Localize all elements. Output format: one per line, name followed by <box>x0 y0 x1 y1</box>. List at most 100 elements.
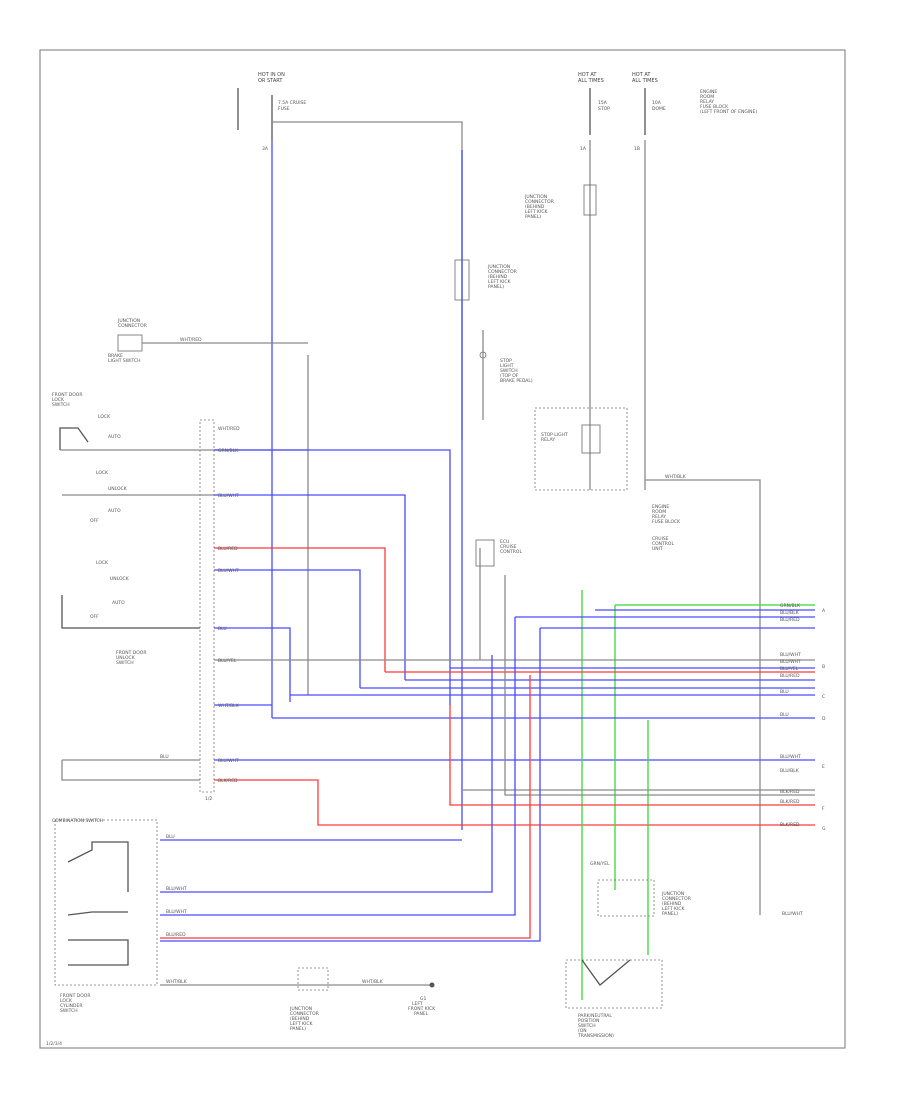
svg-text:TRANSMISSION): TRANSMISSION) <box>577 1033 614 1039</box>
svg-text:POSITION: POSITION <box>578 1018 599 1024</box>
svg-text:AUTO: AUTO <box>108 434 121 440</box>
svg-text:RELAY: RELAY <box>541 437 555 443</box>
svg-text:FRONT DOOR: FRONT DOOR <box>116 650 146 656</box>
svg-text:PANEL: PANEL <box>414 1011 429 1017</box>
svg-text:BLU: BLU <box>166 834 175 840</box>
svg-text:10A: 10A <box>652 100 662 106</box>
combination-switch: COMBINATION SWITCH FRONT DOOR LOCK CYLIN… <box>52 818 158 1014</box>
svg-text:ROOM: ROOM <box>652 509 666 515</box>
fuse-hot-mid: HOT AT ALL TIMES 15A STOP 1A <box>578 72 610 152</box>
svg-text:FUSE BLOCK: FUSE BLOCK <box>652 519 681 525</box>
svg-text:GRN/YEL: GRN/YEL <box>590 861 610 867</box>
svg-text:LOCK: LOCK <box>52 397 65 403</box>
svg-text:BLU/WHT: BLU/WHT <box>780 652 801 658</box>
svg-text:GRN/BLK: GRN/BLK <box>218 448 239 454</box>
svg-text:CONNECTOR: CONNECTOR <box>118 323 147 329</box>
svg-text:PANEL): PANEL) <box>525 214 541 220</box>
fuse-hot-right: HOT AT ALL TIMES 10A DOME 1B ENGINE ROOM… <box>632 72 757 152</box>
svg-text:(BEHIND: (BEHIND <box>290 1016 310 1022</box>
svg-text:LOCK: LOCK <box>96 470 109 476</box>
svg-text:BLU/WHT: BLU/WHT <box>218 758 239 764</box>
svg-text:BLU/WHT: BLU/WHT <box>166 886 187 892</box>
svg-text:FRONT KICK: FRONT KICK <box>408 1006 436 1012</box>
svg-text:JUNCTION: JUNCTION <box>661 891 684 897</box>
svg-text:WHT/BLK: WHT/BLK <box>166 979 188 985</box>
svg-text:(TOP OF: (TOP OF <box>500 373 519 379</box>
stop-light-switch: STOP LIGHT SWITCH (TOP OF BRAKE PEDAL) <box>479 330 533 420</box>
svg-text:SWITCH: SWITCH <box>52 402 70 408</box>
svg-text:ROOM: ROOM <box>700 94 714 100</box>
svg-text:BLU/WHT: BLU/WHT <box>166 909 187 915</box>
svg-text:G: G <box>822 826 826 832</box>
svg-text:LEFT KICK: LEFT KICK <box>662 906 685 912</box>
svg-text:LEFT: LEFT <box>412 1001 423 1007</box>
svg-text:LEFT KICK: LEFT KICK <box>290 1021 313 1027</box>
svg-text:WHT/BLK: WHT/BLK <box>362 979 384 985</box>
svg-text:CONNECTOR: CONNECTOR <box>488 269 517 275</box>
svg-text:DOME: DOME <box>652 106 666 112</box>
svg-text:AUTO: AUTO <box>112 600 125 606</box>
svg-text:BLU/YEL: BLU/YEL <box>218 658 237 664</box>
svg-text:BLK/RED: BLK/RED <box>780 799 800 805</box>
front-door-lock-switch: FRONT DOOR LOCK SWITCH LOCK AUTO LOCK UN… <box>52 392 128 524</box>
svg-text:BLU/RED: BLU/RED <box>780 617 800 623</box>
dome-feed: WHT/BLK ENGINE ROOM RELAY FUSE BLOCK CRU… <box>645 474 803 917</box>
svg-text:FRONT DOOR: FRONT DOOR <box>60 993 90 999</box>
svg-text:WHT/RED: WHT/RED <box>180 337 202 343</box>
svg-text:1A: 1A <box>580 146 587 152</box>
junction-connector-mid: JUNCTION CONNECTOR (BEHIND LEFT KICK PAN… <box>454 259 517 301</box>
svg-text:ALL TIMES: ALL TIMES <box>632 78 658 84</box>
brake-light-switch: JUNCTION CONNECTOR BRAKE LIGHT SWITCH WH… <box>108 318 308 364</box>
svg-text:HOT AT: HOT AT <box>578 72 597 78</box>
svg-text:CONNECTOR: CONNECTOR <box>290 1011 319 1017</box>
left-wires: WHT/RED GRN/BLK BLU/WHT BLU/RED BLU/WHT … <box>60 426 815 826</box>
svg-text:CONTROL: CONTROL <box>652 541 674 547</box>
svg-text:BLU/WHT: BLU/WHT <box>780 659 801 665</box>
ground-g1: G1 LEFT FRONT KICK PANEL <box>408 982 436 1017</box>
svg-text:UNLOCK: UNLOCK <box>108 486 128 492</box>
svg-text:BLK/RED: BLK/RED <box>780 822 800 828</box>
svg-text:RELAY: RELAY <box>700 99 714 105</box>
svg-text:BLU/RED: BLU/RED <box>166 932 186 938</box>
svg-text:BLU: BLU <box>160 754 169 760</box>
svg-text:BLU/YEL: BLU/YEL <box>780 666 799 672</box>
svg-text:CRUISE: CRUISE <box>652 536 669 542</box>
svg-text:FRONT DOOR: FRONT DOOR <box>52 392 82 398</box>
svg-text:FUSE BLOCK: FUSE BLOCK <box>700 104 729 110</box>
svg-text:G1: G1 <box>420 996 426 1002</box>
svg-text:JUNCTION: JUNCTION <box>117 318 140 324</box>
svg-text:BLU/RED: BLU/RED <box>780 673 800 679</box>
park-neutral-position-switch: PARK/NEUTRAL POSITION SWITCH (ON TRANSMI… <box>565 861 691 1039</box>
svg-text:BLU/WHT: BLU/WHT <box>780 754 801 760</box>
svg-text:BLU/WHT: BLU/WHT <box>218 568 239 574</box>
svg-text:OFF: OFF <box>90 518 99 524</box>
svg-text:UNIT: UNIT <box>652 546 663 552</box>
svg-text:LOCK: LOCK <box>98 414 111 420</box>
svg-text:GRN/BLK: GRN/BLK <box>780 603 801 609</box>
svg-text:LOCK: LOCK <box>60 998 73 1004</box>
svg-text:UNLOCK: UNLOCK <box>116 655 136 661</box>
right-wire-bundle: GRN/BLK BLU/BLK BLU/RED BLU/WHT BLU/WHT … <box>272 575 826 1000</box>
svg-text:OR START: OR START <box>258 78 283 84</box>
svg-text:LIGHT SWITCH: LIGHT SWITCH <box>108 358 141 364</box>
svg-text:CYLINDER: CYLINDER <box>60 1003 82 1009</box>
svg-text:PANEL): PANEL) <box>662 911 678 917</box>
svg-text:(BEHIND: (BEHIND <box>525 204 545 210</box>
svg-text:ECU: ECU <box>500 539 509 545</box>
diagram-frame <box>39 49 846 1049</box>
svg-text:BLU/BLK: BLU/BLK <box>780 610 800 616</box>
svg-text:BLU/WHT: BLU/WHT <box>218 493 239 499</box>
svg-text:SWITCH: SWITCH <box>60 1008 78 1014</box>
svg-text:A: A <box>822 608 826 614</box>
svg-text:ENGINE: ENGINE <box>700 89 717 95</box>
svg-text:ALL TIMES: ALL TIMES <box>578 78 604 84</box>
footer-code: 1/2/3/4 <box>46 1041 62 1047</box>
svg-text:PANEL): PANEL) <box>488 284 504 290</box>
svg-text:BLU/RED: BLU/RED <box>218 546 238 552</box>
svg-text:3A: 3A <box>262 146 269 152</box>
svg-text:BLK/RED: BLK/RED <box>218 778 238 784</box>
svg-text:WHT/BLK: WHT/BLK <box>665 474 687 480</box>
svg-text:UNLOCK: UNLOCK <box>110 576 130 582</box>
svg-text:B: B <box>822 664 825 670</box>
svg-text:WHT/RED: WHT/RED <box>218 426 240 432</box>
